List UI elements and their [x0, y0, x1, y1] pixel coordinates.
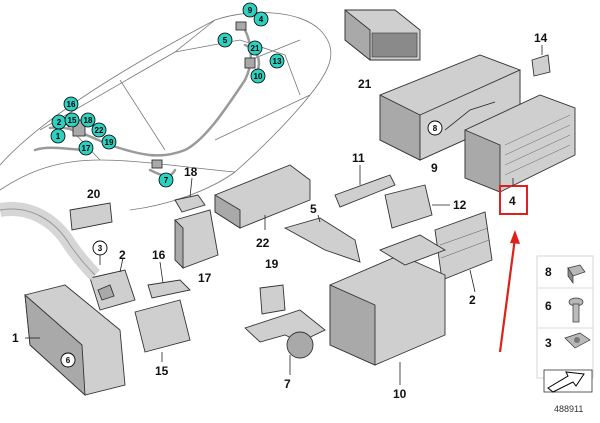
callout-15: 15: [64, 112, 80, 128]
part-7: 7: [244, 309, 326, 391]
car-callouts: 9 4 5 21 13 10 16 2 15 18 1 22 19 17 7: [50, 2, 285, 188]
svg-text:13: 13: [273, 57, 282, 66]
highlight-box-4: [499, 185, 528, 215]
part-16: 16: [147, 248, 191, 299]
legend-label-8: 8: [545, 265, 552, 279]
svg-text:12: 12: [453, 198, 467, 212]
svg-text:15: 15: [155, 364, 169, 378]
svg-text:1: 1: [12, 331, 19, 345]
callout-ring-3: 3: [92, 240, 108, 256]
part-1: 1 6: [12, 284, 126, 397]
callout-1: 1: [50, 128, 66, 144]
callout-21: 21: [247, 40, 263, 56]
part-19: 19: [259, 257, 286, 315]
part-12: 12: [384, 184, 467, 229]
callout-ring-6: 6: [60, 352, 76, 368]
screw-icon: [568, 297, 584, 323]
svg-text:2: 2: [57, 118, 62, 127]
svg-text:8: 8: [433, 124, 438, 133]
car-fusebox-top: [235, 21, 247, 31]
callout-19: 19: [101, 134, 117, 150]
svg-text:18: 18: [84, 116, 93, 125]
part-20: 20: [69, 187, 113, 231]
diagram-number: 488911: [554, 404, 583, 414]
part-22: 22: [214, 164, 311, 250]
clip-nut-icon: [564, 332, 591, 349]
svg-text:19: 19: [105, 138, 114, 147]
svg-text:5: 5: [223, 36, 228, 45]
svg-text:21: 21: [251, 44, 260, 53]
svg-text:3: 3: [98, 244, 103, 253]
svg-text:4: 4: [259, 15, 264, 24]
part-15: 15: [134, 299, 191, 378]
part-17: 17: [174, 209, 219, 285]
callout-9: 9: [242, 2, 258, 18]
svg-text:20: 20: [87, 187, 101, 201]
part-4-module: 4: [464, 94, 576, 215]
svg-text:9: 9: [431, 161, 438, 175]
svg-text:7: 7: [164, 176, 169, 185]
part-14: 14: [531, 31, 551, 77]
car-module-floor: [151, 159, 163, 169]
svg-text:6: 6: [66, 356, 71, 365]
callout-5: 5: [217, 32, 233, 48]
fastener-legend: 8 6 3: [536, 255, 594, 393]
part-11: 11: [334, 151, 396, 208]
svg-text:9: 9: [248, 6, 253, 15]
svg-text:10: 10: [393, 387, 407, 401]
svg-text:17: 17: [198, 271, 212, 285]
legend-label-3: 3: [545, 336, 552, 350]
svg-text:1: 1: [56, 132, 61, 141]
svg-text:5: 5: [310, 202, 317, 216]
callout-13: 13: [269, 53, 285, 69]
callout-ring-8: 8: [427, 120, 443, 136]
svg-text:16: 16: [152, 248, 166, 262]
svg-text:4: 4: [509, 194, 516, 208]
svg-text:17: 17: [82, 144, 91, 153]
callout-4: 4: [253, 11, 269, 27]
part-10: 10: [329, 234, 447, 401]
callout-16: 16: [63, 96, 79, 112]
callout-17: 17: [78, 140, 94, 156]
part-2: 2 2: [89, 257, 136, 311]
callout-10: 10: [250, 68, 266, 84]
legend-label-6: 6: [545, 299, 552, 313]
red-arrow: [498, 230, 520, 353]
svg-text:16: 16: [67, 100, 76, 109]
part-13: 2: [434, 211, 493, 307]
svg-text:7: 7: [284, 377, 291, 391]
svg-text:19: 19: [265, 257, 279, 271]
nut-icon: [567, 264, 586, 285]
part-2-label: 2: [119, 248, 126, 262]
car-module-rear: [244, 57, 256, 69]
callout-7: 7: [158, 172, 174, 188]
part-9-carrier: 8 9: [379, 54, 521, 175]
svg-text:2: 2: [469, 293, 476, 307]
svg-text:11: 11: [352, 151, 365, 165]
part-18: 18: [174, 165, 206, 213]
svg-text:15: 15: [68, 116, 77, 125]
svg-text:14: 14: [534, 31, 548, 45]
part-21: 21: [344, 9, 421, 91]
cable-duct: [0, 202, 100, 280]
callout-22: 22: [91, 122, 107, 138]
callout-2: 2: [51, 114, 67, 130]
svg-text:21: 21: [358, 77, 372, 91]
svg-text:22: 22: [256, 236, 270, 250]
svg-text:22: 22: [95, 126, 104, 135]
part-5: 5: [283, 202, 361, 263]
svg-text:18: 18: [184, 165, 198, 179]
direction-arrow-icon: [543, 369, 593, 393]
callout-18: 18: [80, 112, 96, 128]
svg-text:10: 10: [254, 72, 263, 81]
part-3-clip: 3: [92, 240, 108, 265]
